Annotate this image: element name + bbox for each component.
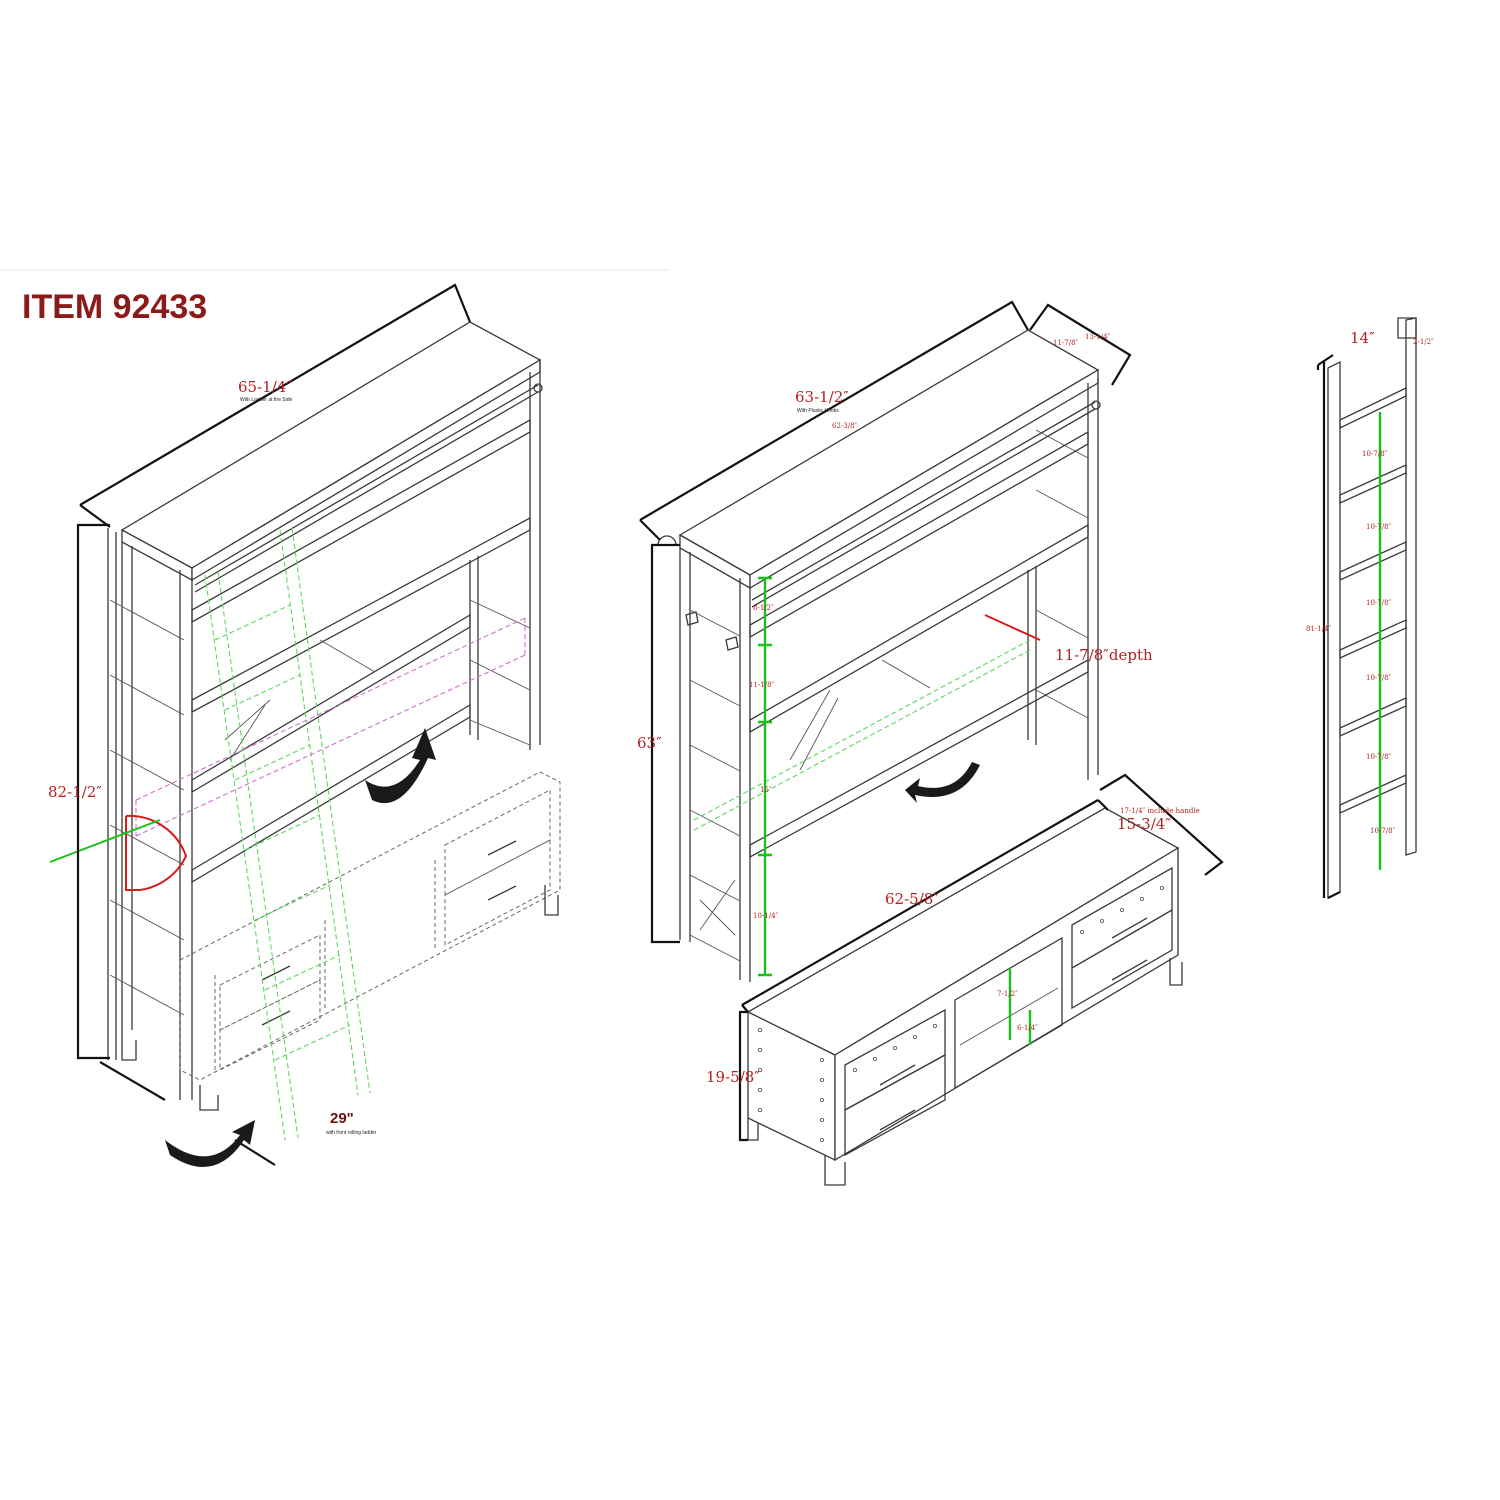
console-front-panel [834,846,1179,1162]
hutch-width-dim-line [639,300,1029,541]
full-ladder-depth-note: with front rolling ladder [326,1130,377,1136]
hutch-height-dim-line [650,543,680,944]
ladder-view: 14″ 2-1/2″ 81-1/4″ 10-7/8″ 10-7/8″ 10-7/… [1306,317,1434,900]
hutch-shelf-3 [749,658,1089,859]
console-rivets [758,886,1165,1143]
console-depth-dim-line [1099,773,1224,876]
hutch-view: 63-1/2″ With Plastic Hooks 62-3/8″ 13-1/… [637,300,1153,982]
hutch-spacing-1: 8-1/2″ [753,604,774,612]
hutch-depth-pointer [984,614,1041,641]
console-view: 62-5/8″ 15-3/4″ 17-1/4″ include handle 1… [706,773,1224,1186]
hutch-depth-inner-label: 11-7/8″ [1053,339,1079,347]
full-unit-view: 65-1/4″ With Ladder at the Side 82-1/2″ … [48,283,561,1167]
ladder-right-rail [1405,317,1417,856]
full-depth-arc [125,814,188,891]
full-swing-arrow-upper [365,728,436,804]
hutch-shelf-1 [749,430,1089,639]
hutch-shelf-2 [749,523,1089,734]
console-height-label: 19-5/8″ [706,1068,760,1086]
item-title: ITEM 92433 [22,288,207,326]
console-width-label: 62-5/8″ [885,890,939,908]
ladder-rung-spacing-4: 10-7/8″ [1366,674,1392,682]
full-ladder-dim-line [99,1061,276,1166]
full-footprint-marker [135,617,526,837]
ladder-rungs [1339,386,1407,815]
console-opening-upper-label: 7-1/2″ [997,990,1018,998]
hutch-rail [751,401,1096,608]
console-depth-handle-label: 17-1/4″ include handle [1120,807,1200,815]
console-height-dim-line [738,1010,748,1142]
hutch-shelf-spacing-line [758,576,772,977]
full-console-outline [179,771,561,1081]
full-rolling-ladder [204,527,371,1141]
full-width-dim-line [79,283,472,528]
hutch-inner-width-label: 62-3/8″ [832,422,858,430]
console-width-dim-line [741,799,1109,1013]
ladder-width-label: 14″ [1350,329,1375,347]
console-depth-label: 15-3/4″ [1117,815,1171,833]
full-height-label: 82-1/2″ [48,783,102,801]
console-drawer-2 [844,1053,946,1157]
hutch-depth-outer-label: 13-1/4″ [1085,333,1111,341]
console-opening-lower-label: 6-1/4″ [1017,1024,1038,1032]
hutch-swing-arrow [905,762,980,803]
full-shelf-2 [191,516,531,714]
full-ladder-depth-label: 29" [330,1110,354,1127]
ladder-length-label: 81-1/4″ [1306,625,1332,633]
full-depth-pointer [49,819,161,863]
hutch-spacing-4: 10-1/4″ [753,912,779,920]
full-right-frame [469,360,541,750]
console-drawer-4 [1071,908,1173,1010]
console-open-compartment [954,936,1063,1090]
ladder-rung-spacing-2: 10-7/8″ [1366,523,1392,531]
hutch-top-panel [678,329,1100,576]
full-swing-arrow-lower [165,1120,255,1167]
hutch-depth-callout: 11-7/8″depth [1055,646,1153,664]
hutch-height-label: 63″ [637,734,662,752]
console-opening-lines [1008,968,1032,1045]
ladder-hook-label: 2-1/2″ [1413,338,1434,346]
full-ladder-rail [194,384,539,593]
ladder-rung-spacing-1: 10-7/8″ [1362,450,1388,458]
hutch-left-frame [679,548,751,982]
hutch-spacing-2: 11-1/8″ [749,681,775,689]
hutch-spacing-3: 15″ [760,786,772,794]
full-shelf-1 [191,418,531,624]
full-width-note: With Ladder at the Side [240,397,292,403]
full-width-label: 65-1/4″ [238,378,292,396]
hutch-width-label: 63-1/2″ [795,388,849,406]
hutch-depth-dim-line [1029,303,1132,386]
hutch-width-note: With Plastic Hooks [797,408,839,414]
ladder-rung-spacing-6: 10-7/8″ [1370,827,1396,835]
full-height-dim-line [76,523,110,1060]
hutch-right-frame [1027,378,1099,780]
ladder-rung-spacing-5: 10-7/8″ [1366,753,1392,761]
ladder-rung-spacing-3: 10-7/8″ [1366,599,1392,607]
full-left-frame [121,542,193,1100]
full-shelf-3 [191,613,471,794]
